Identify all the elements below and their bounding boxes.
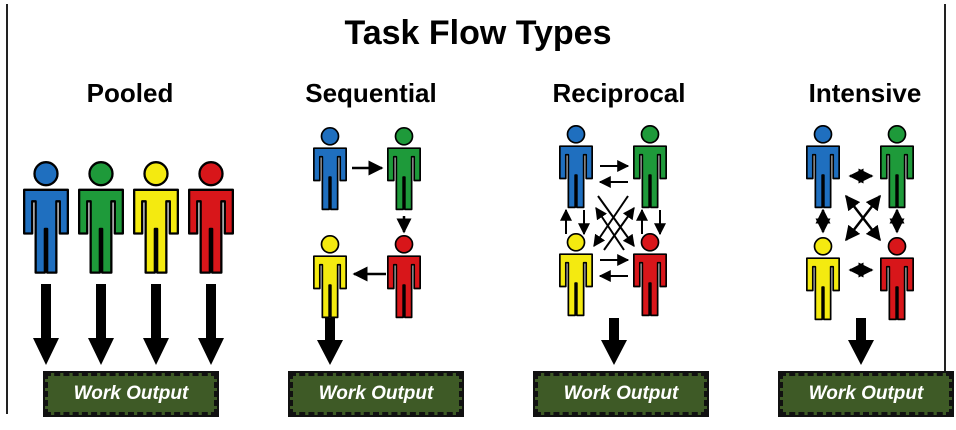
diagram-title: Task Flow Types bbox=[344, 14, 612, 52]
work-output-pooled: Work Output bbox=[43, 371, 219, 417]
reciprocal-group bbox=[558, 124, 668, 365]
down-arrow-icon bbox=[601, 318, 627, 365]
person-yellow-icon bbox=[313, 234, 347, 319]
person-blue-icon bbox=[313, 126, 347, 211]
column-title-reciprocal: Reciprocal bbox=[552, 78, 686, 108]
arrow-diagonal-icon bbox=[593, 195, 629, 247]
column-title-sequential: Sequential bbox=[305, 78, 437, 108]
person-blue-icon bbox=[22, 161, 69, 274]
intensive-group bbox=[805, 124, 915, 365]
work-output-intensive: Work Output bbox=[778, 371, 954, 417]
pooled-group bbox=[22, 161, 235, 365]
person-red-icon bbox=[879, 236, 915, 321]
person-red-icon bbox=[387, 234, 421, 319]
person-green-icon bbox=[879, 124, 915, 209]
column-title-pooled: Pooled bbox=[86, 78, 174, 108]
work-output-sequential: Work Output bbox=[288, 371, 464, 417]
person-red-icon bbox=[187, 161, 235, 274]
down-arrow-icon bbox=[33, 284, 59, 365]
person-yellow-icon bbox=[132, 161, 180, 274]
person-yellow-icon bbox=[558, 232, 594, 317]
person-green-icon bbox=[387, 126, 421, 211]
down-arrow-icon bbox=[198, 284, 224, 365]
double-arrow-diagonal-icon bbox=[845, 194, 881, 242]
person-blue-icon bbox=[805, 124, 841, 209]
diagram-frame bbox=[6, 4, 946, 414]
person-yellow-icon bbox=[805, 236, 841, 321]
down-arrow-icon bbox=[317, 318, 343, 365]
person-blue-icon bbox=[558, 124, 594, 209]
person-green-icon bbox=[632, 124, 668, 209]
arrow-diagonal-icon bbox=[597, 195, 635, 247]
down-arrow-icon bbox=[848, 318, 874, 365]
person-green-icon bbox=[78, 161, 124, 274]
column-title-intensive: Intensive bbox=[808, 78, 922, 108]
down-arrow-icon bbox=[143, 284, 169, 365]
arrow-diagonal-icon bbox=[603, 207, 635, 251]
person-red-icon bbox=[632, 232, 668, 317]
arrow-diagonal-icon bbox=[595, 207, 625, 251]
work-output-reciprocal: Work Output bbox=[533, 371, 709, 417]
down-arrow-icon bbox=[88, 284, 114, 365]
sequential-group bbox=[313, 126, 421, 365]
